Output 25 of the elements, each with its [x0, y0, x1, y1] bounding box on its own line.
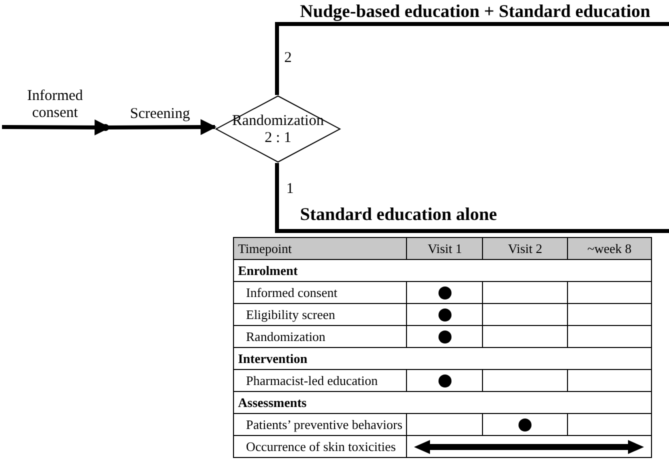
edge-label: Screening [129, 106, 191, 123]
decision-diamond [215, 95, 341, 163]
header-cell: Visit 1 [406, 238, 483, 260]
arm-title: Standard education alone [300, 203, 669, 233]
row-label: Eligibility screen [234, 304, 407, 326]
edge-label: Informed consent [26, 88, 84, 122]
connector-line [275, 163, 669, 233]
header-cell: Visit 2 [482, 238, 568, 260]
edge-label: 1 [285, 181, 295, 198]
row-label: Pharmacist-led education [234, 370, 407, 392]
edge-label: 2 [283, 50, 293, 67]
junction-dot [102, 124, 109, 131]
arm-title: Nudge-based education + Standard education [300, 0, 669, 26]
diamond-text: Randomization [232, 113, 324, 130]
connector-line [275, 22, 669, 95]
section-heading: Intervention [234, 348, 652, 370]
section-heading: Assessments [234, 392, 652, 414]
diamond-text: 2 : 1 [264, 130, 292, 147]
row-label: Occurrence of skin toxicities [234, 436, 407, 458]
header-cell: ~week 8 [567, 238, 652, 260]
row-label: Randomization [234, 326, 407, 348]
header-cell: Timepoint [234, 238, 407, 260]
section-heading: Enrolment [234, 260, 652, 282]
row-label: Informed consent [234, 282, 407, 304]
row-label: Patients’ preventive behaviors [234, 414, 407, 436]
